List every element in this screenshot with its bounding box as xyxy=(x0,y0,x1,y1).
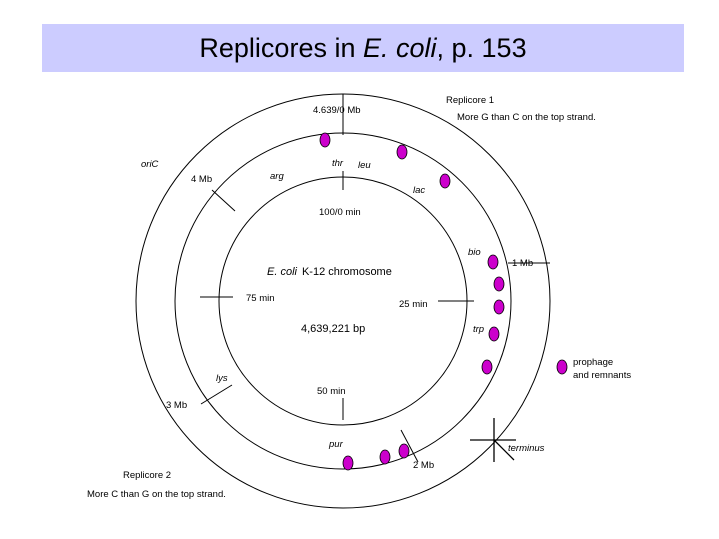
tick-2mb xyxy=(400,429,419,463)
prophage-marker xyxy=(493,276,505,292)
prophage-marker xyxy=(396,144,408,160)
gene-trp: trp xyxy=(473,324,484,335)
outer-circle xyxy=(135,93,551,509)
label-terminus: terminus xyxy=(508,443,545,454)
replicore2-title: Replicore 2 xyxy=(123,470,171,481)
prophage-marker xyxy=(379,449,391,465)
label-oric: oriC xyxy=(141,159,159,170)
legend-marker-icon xyxy=(556,359,568,375)
label-4mb: 4 Mb xyxy=(191,174,212,185)
prophage-marker xyxy=(488,326,500,342)
chromosome-name-rest: K-12 chromosome xyxy=(302,266,392,278)
terminus-arrow-icon xyxy=(470,418,516,462)
prophage-marker xyxy=(493,299,505,315)
gene-leu: leu xyxy=(358,160,371,171)
replicore1-note: More G than C on the top strand. xyxy=(457,112,596,123)
gene-pur: pur xyxy=(328,439,344,450)
label-100-0-min: 100/0 min xyxy=(319,207,361,218)
gene-lac: lac xyxy=(413,185,425,196)
label-50min: 50 min xyxy=(317,386,346,397)
prophage-markers xyxy=(319,132,505,471)
legend-line2: and remnants xyxy=(573,370,631,381)
label-25min: 25 min xyxy=(399,299,428,310)
page-title: Replicores in E. coli, p. 153 xyxy=(199,33,526,64)
prophage-marker xyxy=(439,173,451,189)
label-3mb: 3 Mb xyxy=(166,400,187,411)
label-0mb: 4.639/0 Mb xyxy=(313,105,361,116)
chromosome-name-italic: E. coli xyxy=(267,266,298,278)
title-bar: Replicores in E. coli, p. 153 xyxy=(42,24,684,72)
prophage-marker xyxy=(481,359,493,375)
label-2mb: 2 Mb xyxy=(413,460,434,471)
title-suffix: , p. 153 xyxy=(436,32,527,63)
chromosome-size: 4,639,221 bp xyxy=(301,323,365,335)
legend-line1: prophage xyxy=(573,357,613,368)
label-1mb: 1 Mb xyxy=(512,258,533,269)
title-organism: E. coli xyxy=(362,32,437,63)
gene-arg: arg xyxy=(270,171,284,182)
prophage-marker xyxy=(342,455,354,471)
prophage-marker xyxy=(398,443,410,459)
prophage-marker xyxy=(319,132,331,148)
gene-bio: bio xyxy=(468,247,481,258)
replicore1-title: Replicore 1 xyxy=(446,95,494,106)
gene-thr: thr xyxy=(332,158,344,169)
prophage-marker xyxy=(487,254,499,270)
gene-lys: lys xyxy=(216,373,228,384)
replicore2-note: More C than G on the top strand. xyxy=(87,489,226,500)
label-75min: 75 min xyxy=(246,293,275,304)
title-prefix: Replicores in xyxy=(199,32,363,63)
tick-4mb xyxy=(211,189,236,212)
chromosome-name: E. coli K-12 chromosome xyxy=(267,266,392,278)
tick-3mb xyxy=(200,384,233,405)
